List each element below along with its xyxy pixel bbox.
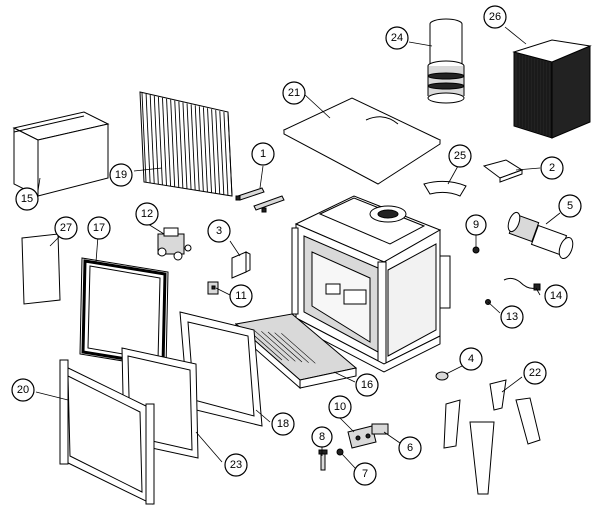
callout-19: 19 bbox=[109, 163, 133, 187]
callout-16-label: 16 bbox=[361, 379, 373, 391]
callout-27-label: 27 bbox=[60, 222, 72, 234]
callout-13-label: 13 bbox=[506, 311, 518, 323]
callout-9: 9 bbox=[465, 214, 487, 236]
callout-4-label: 4 bbox=[468, 353, 474, 365]
part-11-clip bbox=[207, 281, 219, 295]
callout-15-label: 15 bbox=[21, 193, 33, 205]
callout-14-label: 14 bbox=[550, 290, 562, 302]
callout-7-label: 7 bbox=[362, 468, 368, 480]
callout-17: 17 bbox=[87, 216, 111, 240]
callout-21: 21 bbox=[282, 81, 306, 105]
part-26-liner-panels bbox=[512, 39, 592, 139]
callout-5-label: 5 bbox=[567, 200, 573, 212]
callout-14: 14 bbox=[544, 284, 568, 308]
callout-8-label: 8 bbox=[319, 431, 325, 443]
part-1-brackets bbox=[235, 187, 285, 213]
callout-25-label: 25 bbox=[454, 150, 466, 162]
part-5-blower bbox=[507, 211, 574, 260]
callout-3: 3 bbox=[207, 219, 231, 243]
callout-2-label: 2 bbox=[549, 162, 555, 174]
callout-9-label: 9 bbox=[473, 219, 479, 231]
callout-26: 26 bbox=[483, 5, 507, 29]
callout-20: 20 bbox=[11, 378, 35, 402]
callout-23-label: 23 bbox=[230, 459, 242, 471]
part-8-bolt bbox=[318, 449, 328, 471]
callout-26-label: 26 bbox=[489, 11, 501, 23]
callout-1-label: 1 bbox=[260, 148, 266, 160]
callout-11: 11 bbox=[229, 284, 253, 308]
callout-8: 8 bbox=[311, 426, 333, 448]
leader-lines bbox=[35, 26, 561, 470]
callout-24: 24 bbox=[385, 26, 409, 50]
part-24-vent-pipe bbox=[427, 18, 465, 104]
callout-22-label: 22 bbox=[529, 367, 541, 379]
callout-5: 5 bbox=[558, 194, 582, 218]
callout-6: 6 bbox=[398, 436, 422, 460]
callout-10-label: 10 bbox=[334, 401, 346, 413]
part-12-valve-assembly bbox=[157, 227, 192, 261]
part-21-top-sheet bbox=[282, 97, 442, 185]
part-2-plate bbox=[482, 159, 524, 183]
callout-18: 18 bbox=[271, 412, 295, 436]
callout-17-label: 17 bbox=[93, 222, 105, 234]
callout-12-label: 12 bbox=[141, 208, 153, 220]
callout-20-label: 20 bbox=[17, 384, 29, 396]
part-19-louver-panel bbox=[139, 91, 233, 197]
part-14-wire-harness bbox=[503, 277, 541, 291]
callout-13: 13 bbox=[500, 305, 524, 329]
part-main-firebox bbox=[291, 195, 451, 373]
callout-27: 27 bbox=[54, 216, 78, 240]
callout-1: 1 bbox=[251, 142, 275, 166]
part-10-bracket bbox=[347, 425, 377, 449]
part-27-sheet bbox=[21, 233, 61, 305]
callout-6-label: 6 bbox=[407, 442, 413, 454]
callout-18-label: 18 bbox=[277, 418, 289, 430]
part-18-door-frame bbox=[179, 311, 263, 427]
callout-16: 16 bbox=[355, 373, 379, 397]
callout-24-label: 24 bbox=[391, 32, 403, 44]
callout-23: 23 bbox=[224, 453, 248, 477]
part-15-box bbox=[12, 111, 110, 197]
callout-4: 4 bbox=[459, 347, 483, 371]
callout-21-label: 21 bbox=[288, 87, 300, 99]
part-22-log-set bbox=[443, 379, 541, 495]
callout-15: 15 bbox=[15, 187, 39, 211]
callout-2: 2 bbox=[540, 156, 564, 180]
callout-7: 7 bbox=[353, 462, 377, 486]
part-7-screw bbox=[336, 448, 344, 456]
callout-3-label: 3 bbox=[216, 225, 222, 237]
part-4-clip bbox=[435, 371, 449, 381]
part-20-front-frame bbox=[59, 359, 155, 505]
part-3-bracket bbox=[231, 251, 251, 279]
part-6-switch bbox=[371, 423, 389, 435]
callout-10: 10 bbox=[328, 395, 352, 419]
callout-22: 22 bbox=[523, 361, 547, 385]
callout-19-label: 19 bbox=[115, 169, 127, 181]
callout-11-label: 11 bbox=[235, 290, 246, 302]
callout-12: 12 bbox=[135, 202, 159, 226]
callout-25: 25 bbox=[448, 144, 472, 168]
part-25-baffle bbox=[423, 180, 467, 197]
